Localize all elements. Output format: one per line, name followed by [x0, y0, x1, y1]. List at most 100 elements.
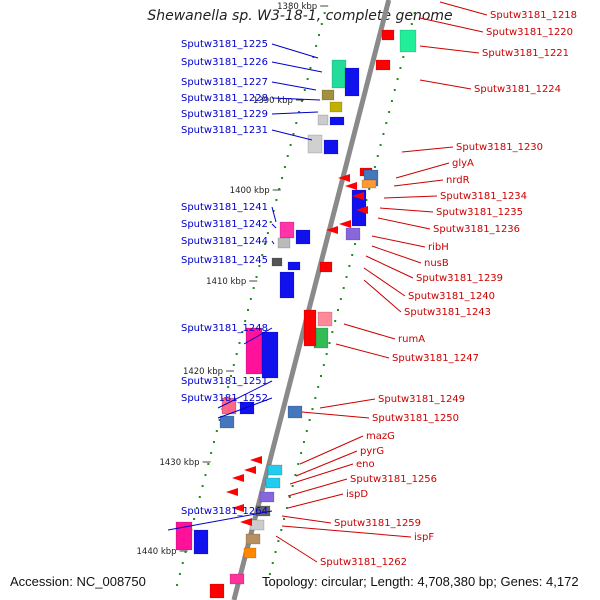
track-dot	[300, 452, 303, 454]
gene-block-left	[261, 331, 279, 379]
gene-label-left: Sputw3181_1244	[181, 236, 268, 247]
track-dot	[283, 518, 286, 520]
track-dot	[275, 199, 278, 201]
track-dot	[198, 496, 201, 498]
gene-block-right	[319, 261, 333, 273]
track-dot	[388, 111, 391, 113]
leader-line-right	[419, 45, 480, 54]
track-dot	[331, 331, 334, 333]
leader-line-right	[275, 535, 318, 563]
gene-block-left	[279, 271, 295, 299]
track-dot	[195, 507, 198, 509]
track-dot	[345, 276, 348, 278]
gene-label-right: Sputw3181_1247	[392, 353, 479, 364]
gene-label-right: ispF	[414, 532, 434, 543]
leader-line-right	[281, 525, 412, 538]
track-dot	[322, 364, 325, 366]
gene-label-right: mazG	[366, 431, 395, 442]
gene-label-left: Sputw3181_1226	[181, 57, 268, 68]
gene-block-right	[245, 533, 261, 545]
reverse-strand-arrow	[232, 474, 244, 482]
gene-label-right: Sputw3181_1249	[378, 394, 465, 405]
gene-label-left: Sputw3181_1225	[181, 39, 268, 50]
leader-line-left	[167, 510, 273, 531]
leader-line-right	[363, 267, 406, 297]
track-dot	[268, 573, 271, 575]
gene-block-right	[399, 29, 417, 53]
track-dot	[325, 353, 328, 355]
leader-line-right	[289, 463, 354, 485]
gene-label-left: Sputw3181_1251	[181, 376, 268, 387]
track-dot	[309, 67, 312, 69]
gene-block-left	[239, 401, 255, 415]
track-dot	[379, 144, 382, 146]
track-dot	[210, 452, 213, 454]
gene-label-left: Sputw3181_1264	[181, 506, 268, 517]
genome-summary-text: Topology: circular; Length: 4,708,380 bp…	[262, 574, 579, 589]
gene-block-left	[331, 59, 347, 89]
leader-line-right	[419, 79, 472, 90]
leader-line-right	[301, 411, 370, 419]
leader-line-left	[271, 129, 313, 141]
gene-label-right: Sputw3181_1220	[486, 27, 573, 38]
leader-line-left	[271, 240, 275, 245]
leader-line-left	[271, 81, 317, 91]
gene-label-right: Sputw3181_1224	[474, 84, 561, 95]
track-dot	[373, 166, 376, 168]
gene-label-right: Sputw3181_1250	[372, 413, 459, 424]
accession-text: Accession: NC_008750	[10, 574, 146, 589]
gene-label-right: Sputw3181_1239	[416, 273, 503, 284]
track-dot	[264, 243, 267, 245]
reverse-strand-arrow	[326, 226, 338, 234]
gene-block-left	[271, 257, 283, 267]
track-dot	[266, 232, 269, 234]
gene-label-right: Sputw3181_1256	[350, 474, 437, 485]
gene-block-left	[193, 529, 209, 555]
gene-block-left	[287, 261, 301, 271]
leader-line-left	[271, 97, 321, 101]
coordinate-tick-label: 1410 kbp	[206, 277, 246, 287]
track-dot	[396, 78, 399, 80]
track-dot	[303, 89, 306, 91]
reverse-strand-arrow	[244, 466, 256, 474]
track-dot	[281, 177, 284, 179]
track-dot	[261, 254, 264, 256]
gene-block-left	[219, 415, 235, 429]
track-dot	[342, 287, 345, 289]
gene-label-right: nusB	[424, 258, 449, 269]
track-dot	[176, 584, 179, 586]
coordinate-tick-label: 1440 kbp	[137, 547, 177, 557]
track-dot	[285, 507, 288, 509]
genome-backbone	[231, 0, 392, 600]
reverse-strand-arrow	[338, 174, 350, 182]
gene-block-left	[323, 139, 339, 155]
reverse-strand-arrow	[356, 206, 368, 214]
gene-block-left	[321, 89, 335, 101]
gene-block-right	[381, 29, 395, 41]
track-dot	[385, 122, 388, 124]
track-dot	[323, 12, 326, 14]
track-dot	[393, 89, 396, 91]
gene-label-right: Sputw3181_1262	[320, 557, 407, 568]
gene-block-right	[259, 491, 275, 503]
gene-block-right	[361, 179, 377, 189]
leader-line-right	[363, 279, 402, 313]
reverse-strand-arrow	[352, 192, 364, 200]
track-dot	[319, 375, 322, 377]
leader-line-right	[287, 478, 348, 497]
leader-line-left	[271, 43, 319, 59]
track-dot	[249, 298, 252, 300]
reverse-strand-arrow	[232, 504, 244, 512]
gene-block-left	[317, 114, 329, 126]
gene-block-right	[317, 311, 333, 327]
track-dot	[294, 474, 297, 476]
leader-line-right	[383, 195, 438, 199]
track-dot	[295, 122, 298, 124]
gene-label-left: Sputw3181_1248	[181, 323, 268, 334]
gene-block-right	[249, 519, 265, 531]
track-dot	[278, 188, 281, 190]
gene-label-right: glyA	[452, 158, 474, 169]
track-dot	[351, 254, 354, 256]
leader-line-right	[371, 235, 426, 248]
